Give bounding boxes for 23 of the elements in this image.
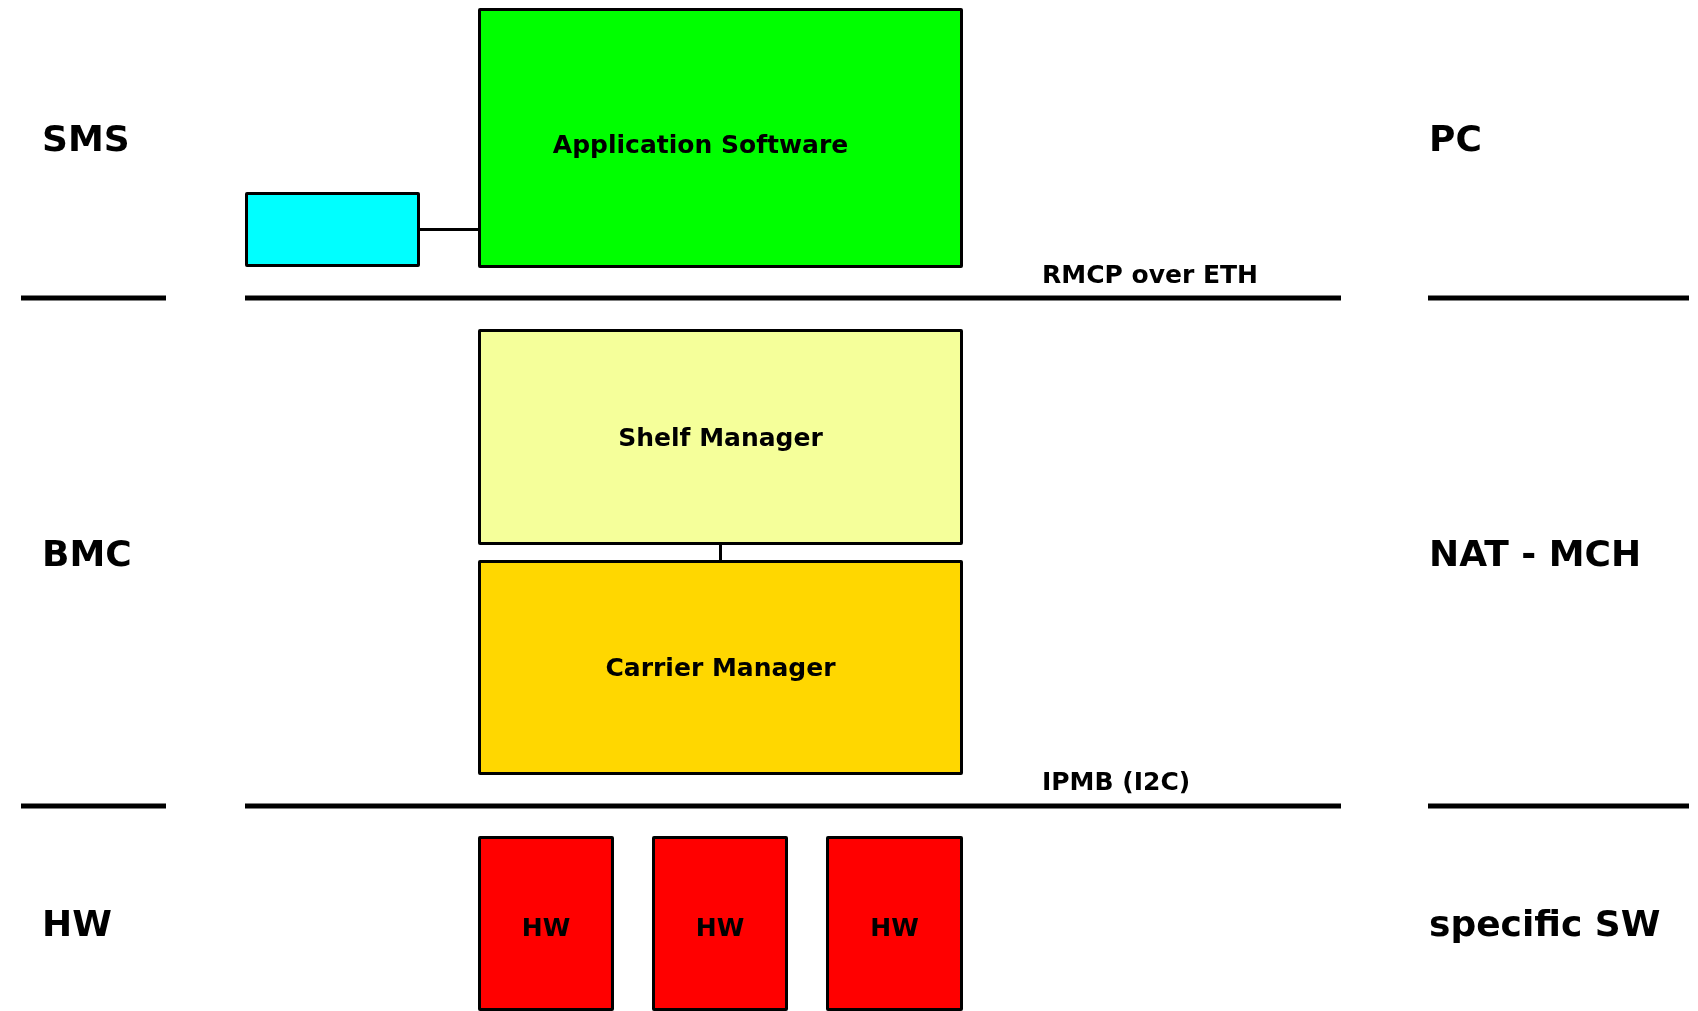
- process-box: [652, 836, 788, 1011]
- process-box: [478, 836, 614, 1011]
- box-label: Application Software: [552, 129, 849, 159]
- box-label: HW: [521, 913, 571, 942]
- empty-box: [245, 192, 420, 267]
- layer-label: BMC: [42, 533, 132, 574]
- box-label: Carrier Manager: [605, 653, 836, 682]
- connector-line: [719, 545, 722, 560]
- bus-label: IPMB (I2C): [1042, 767, 1191, 796]
- layer-label: HW: [42, 903, 112, 944]
- box-label: Shelf Manager: [618, 422, 823, 452]
- bus-label: RMCP over ETH: [1042, 260, 1258, 289]
- process-box: [478, 560, 963, 775]
- layer-label: PC: [1429, 118, 1482, 159]
- process-box: [826, 836, 963, 1011]
- box-label: HW: [695, 913, 745, 942]
- layer-label: specific SW: [1429, 903, 1661, 944]
- layer-label: NAT - MCH: [1429, 533, 1642, 574]
- process-box: [478, 8, 963, 268]
- process-box: [478, 329, 963, 545]
- connector-line: [420, 228, 478, 231]
- layer-label: SMS: [42, 118, 130, 159]
- box-label: HW: [870, 913, 919, 942]
